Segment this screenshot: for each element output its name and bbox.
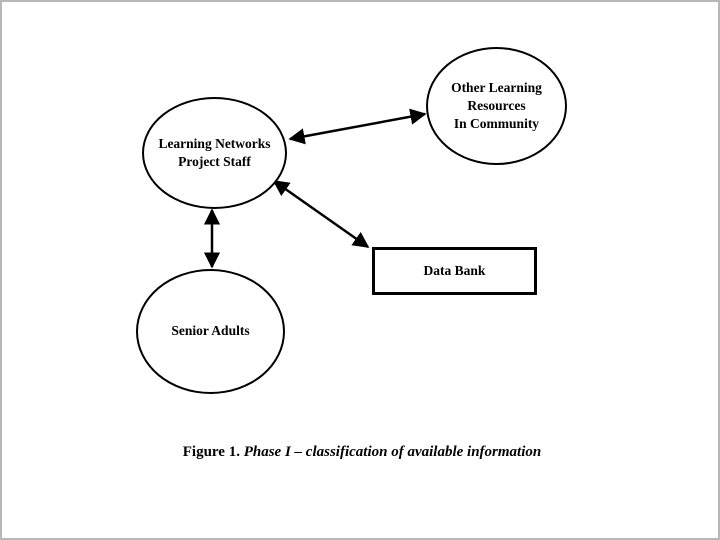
arrow-staff-resources bbox=[288, 108, 427, 145]
node-learning-networks-project-staff: Learning Networks Project Staff bbox=[142, 97, 287, 209]
node-label: Other Learning Resources In Community bbox=[451, 79, 542, 132]
figure-caption: Figure 1. Phase I – classification of av… bbox=[2, 444, 718, 461]
caption-text: Phase I – classification of available in… bbox=[243, 444, 542, 460]
node-senior-adults: Senior Adults bbox=[136, 269, 285, 394]
node-other-learning-resources: Other Learning Resources In Community bbox=[426, 47, 567, 165]
node-data-bank: Data Bank bbox=[372, 247, 537, 295]
node-label: Learning Networks Project Staff bbox=[158, 135, 271, 169]
node-label: Data Bank bbox=[423, 262, 486, 278]
node-label: Senior Adults bbox=[171, 323, 250, 339]
caption-figure-number: Figure 1. bbox=[182, 444, 244, 460]
arrow-staff-databank bbox=[272, 179, 370, 249]
